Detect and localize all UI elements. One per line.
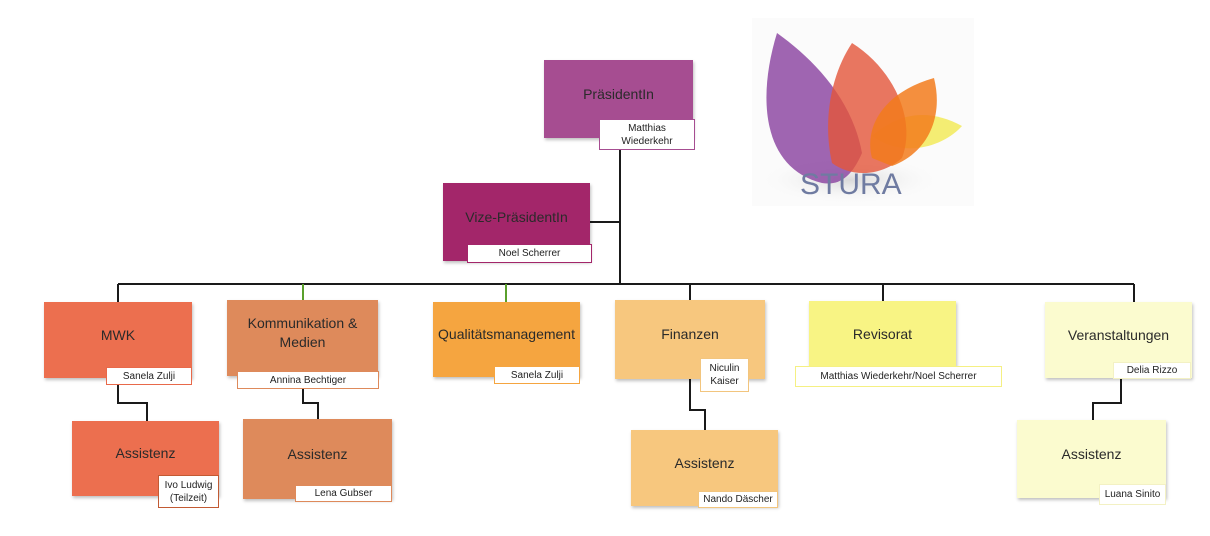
node-title: Assistenz: [287, 445, 348, 462]
mwk-assist-connector: [117, 384, 148, 421]
node-person: Niculin Kaiser: [700, 358, 749, 392]
node-title: Vize-PräsidentIn: [465, 208, 568, 225]
node-mwk-assistant: Assistenz: [72, 421, 219, 496]
logo-leaf-orange: [870, 78, 937, 166]
node-mwk: MWK: [44, 302, 192, 378]
finance-assist-connector: [689, 379, 706, 430]
node-title: Assistenz: [674, 454, 735, 471]
komm-assist-connector: [302, 388, 319, 419]
node-title: Veranstaltungen: [1067, 326, 1170, 343]
node-title: Revisorat: [852, 325, 913, 342]
node-person: Annina Bechtiger: [237, 371, 379, 389]
node-title: Kommunikation & Medien: [247, 315, 358, 350]
events-assist-connector: [1092, 378, 1122, 420]
node-person: Matthias Wiederkehr: [599, 119, 695, 150]
node-kommunikation: Kommunikation & Medien: [227, 300, 378, 376]
node-title: MWK: [100, 326, 136, 343]
node-title: Finanzen: [661, 326, 719, 342]
node-person: Sanela Zulji: [494, 366, 580, 384]
stura-logo-graphic: STURA: [752, 18, 974, 206]
logo-text: STURA: [800, 168, 902, 201]
node-person: Nando Däscher: [698, 491, 778, 508]
node-person: Sanela Zulji: [106, 367, 192, 385]
node-title: Qualitätsmanagement: [438, 326, 575, 342]
node-title: Assistenz: [1061, 445, 1122, 462]
node-person: Luana Sinito: [1099, 484, 1166, 505]
node-person: Matthias Wiederkehr/Noel Scherrer: [795, 366, 1002, 387]
node-veranstaltungen-assistant: Assistenz: [1017, 420, 1166, 498]
node-qualitaetsmanagement: Qualitätsmanagement: [433, 302, 580, 377]
node-person: Lena Gubser: [295, 485, 392, 502]
node-title: PräsidentIn: [583, 85, 654, 102]
stura-logo: STURA: [752, 18, 974, 206]
node-person: Noel Scherrer: [467, 244, 592, 263]
node-person: Ivo Ludwig (Teilzeit): [158, 475, 219, 508]
node-revisorat: Revisorat: [809, 301, 956, 377]
node-title: Assistenz: [115, 445, 176, 461]
node-person: Delia Rizzo: [1113, 362, 1191, 379]
org-connectors: [117, 148, 1135, 430]
